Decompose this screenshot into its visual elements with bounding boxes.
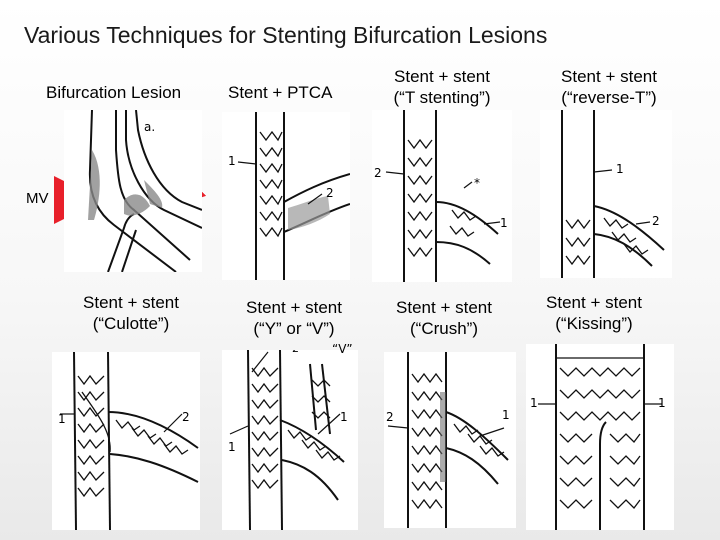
ptca-label-2: 2 — [326, 186, 334, 200]
stent-ptca-drawing — [237, 112, 350, 280]
panel-t-stenting: 2 1 * — [372, 110, 512, 282]
panel-kissing: 1 1 — [526, 344, 674, 530]
caption-culotte: Stent + stent (“Culotte”) — [66, 292, 196, 334]
caption-reverse-t-line1: Stent + stent — [561, 67, 657, 86]
t-stent-label-1: 1 — [500, 216, 508, 230]
caption-crush: Stent + stent (“Crush”) — [380, 297, 508, 339]
caption-stent-ptca: Stent + PTCA — [228, 83, 333, 102]
y-v-label-1: 1 — [228, 440, 236, 454]
panel-bifurcation-lesion: a. — [64, 110, 202, 272]
reverse-t-drawing — [561, 110, 665, 278]
caption-crush-line2: (“Crush”) — [410, 319, 478, 338]
panel-reverse-t: 1 2 — [540, 110, 672, 278]
panel-stent-ptca: 1 2 — [222, 112, 350, 280]
caption-y-v: Stent + stent (“Y” or “V”) — [230, 297, 358, 339]
caption-reverse-t-line2: (“reverse-T”) — [561, 88, 657, 107]
ptca-label-1: 1 — [228, 154, 236, 168]
panel-culotte: 1 2 — [52, 352, 200, 530]
panel-a-label: a. — [144, 120, 156, 134]
caption-t-stenting-line1: Stent + stent — [394, 67, 490, 86]
slide-title: Various Techniques for Stenting Bifurcat… — [24, 22, 548, 48]
y-v-label-1b: 1 — [340, 410, 348, 424]
crush-label-2: 2 — [386, 410, 394, 424]
t-stent-label-2: 2 — [374, 166, 382, 180]
kissing-drawing — [538, 344, 662, 530]
y-v-drawing — [229, 350, 345, 530]
reverse-t-label-1: 1 — [616, 162, 624, 176]
panel-y-v: 1 2 1 — [222, 350, 358, 530]
panel-crush: 2 1 — [384, 352, 516, 528]
t-stenting-drawing — [385, 110, 501, 282]
caption-t-stenting: Stent + stent (“T stenting”) — [380, 66, 504, 108]
caption-culotte-line2: (“Culotte”) — [92, 314, 170, 333]
caption-kissing: Stent + stent (“Kissing”) — [530, 292, 658, 334]
mv-label: MV — [26, 190, 49, 207]
t-stent-star: * — [474, 176, 480, 190]
caption-y-v-line2: (“Y” or “V”) — [253, 319, 335, 338]
kissing-label-1-right: 1 — [658, 396, 666, 410]
crush-label-1: 1 — [502, 408, 510, 422]
kissing-label-1-left: 1 — [530, 396, 538, 410]
caption-y-v-line1: Stent + stent — [246, 298, 342, 317]
v-tag-label: “V” — [332, 342, 353, 356]
culotte-drawing — [60, 352, 199, 530]
culotte-label-1: 1 — [58, 412, 66, 426]
caption-kissing-line1: Stent + stent — [546, 293, 642, 312]
caption-bifurcation-lesion: Bifurcation Lesion — [46, 83, 182, 102]
caption-kissing-line2: (“Kissing”) — [555, 314, 633, 333]
caption-culotte-line1: Stent + stent — [83, 293, 179, 312]
caption-reverse-t: Stent + stent (“reverse-T”) — [546, 66, 672, 108]
crush-drawing — [387, 352, 509, 528]
caption-crush-line1: Stent + stent — [396, 298, 492, 317]
y-v-label-2: 2 — [292, 350, 299, 355]
reverse-t-label-2: 2 — [652, 214, 660, 228]
culotte-label-2: 2 — [182, 410, 190, 424]
caption-t-stenting-line2: (“T stenting”) — [393, 88, 491, 107]
bifurcation-lesion-drawing — [88, 110, 202, 272]
